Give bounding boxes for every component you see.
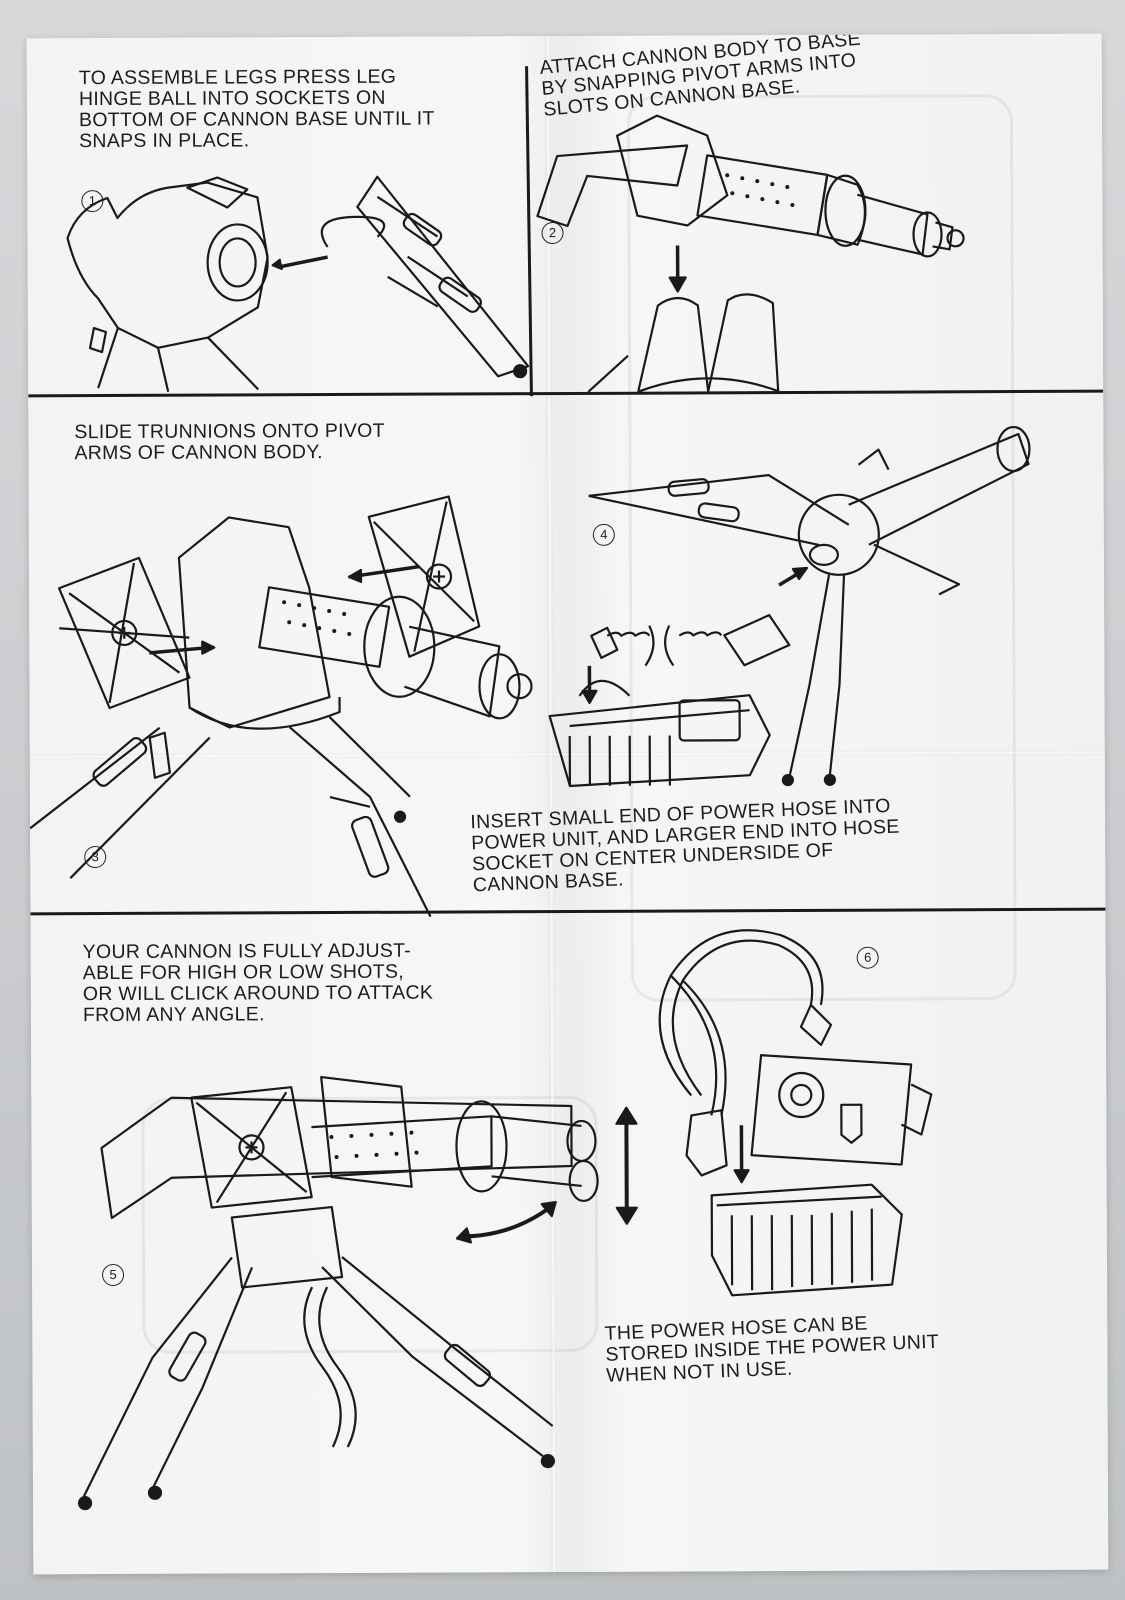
step-6-text: THE POWER HOSE CAN BE STORED INSIDE THE … [604, 1312, 940, 1387]
step-3-panel: SLIDE TRUNNIONS ONTO PIVOT ARMS OF CANNO… [27, 34, 1102, 39]
step-1-panel: TO ASSEMBLE LEGS PRESS LEG HINGE BALL IN… [27, 34, 1102, 39]
step-5-panel: YOUR CANNON IS FULLY ADJUST- ABLE FOR HI… [27, 34, 1102, 39]
step-4-text: INSERT SMALL END OF POWER HOSE INTO POWE… [469, 794, 901, 897]
stored-hose-illustration [630, 914, 952, 1315]
step-2-panel: ATTACH CANNON BODY TO BASE BY SNAPPING P… [27, 34, 1102, 39]
instruction-sheet: TO ASSEMBLE LEGS PRESS LEG HINGE BALL IN… [26, 33, 1109, 1575]
step-4-panel: INSERT SMALL END OF POWER HOSE INTO POWE… [27, 34, 1102, 896]
step-1-text: TO ASSEMBLE LEGS PRESS LEG HINGE BALL IN… [78, 65, 435, 153]
step-6-panel: THE POWER HOSE CAN BE STORED INSIDE THE … [27, 34, 1102, 1387]
power-hose-illustration [518, 394, 1080, 796]
cannon-body-illustration [527, 114, 968, 392]
adjustable-cannon-illustration [71, 1056, 633, 1558]
step-5-text: YOUR CANNON IS FULLY ADJUST- ABLE FOR HI… [82, 939, 434, 1027]
leg-assembly-illustration [57, 176, 528, 394]
step-3-text: SLIDE TRUNNIONS ONTO PIVOT ARMS OF CANNO… [74, 419, 385, 465]
trunnion-illustration [29, 496, 551, 918]
